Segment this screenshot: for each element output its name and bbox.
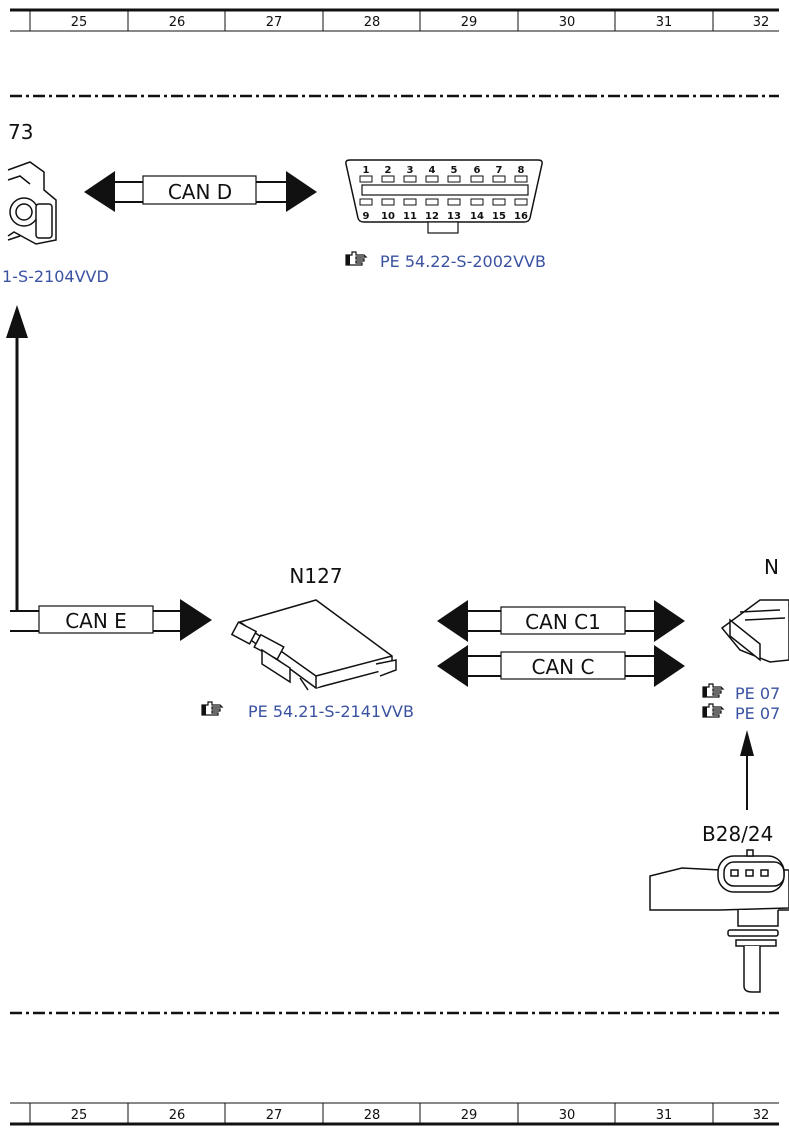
control-unit-drawing [230,599,397,691]
pressure-sensor-drawing [649,849,789,993]
bottom-ruler: 25 26 27 28 29 30 31 32 [10,1102,779,1126]
pin-number: 3 [407,165,414,176]
pointing-hand-icon [702,703,724,718]
pin-number: 11 [403,211,417,222]
can-c1-label: CAN C1 [525,610,601,634]
component-label-n127: N127 [289,564,342,588]
component-label-partial: 73 [8,120,33,144]
pin-number: 15 [492,211,506,222]
ruler-number: 30 [559,15,576,30]
ruler-number: 30 [559,1108,576,1123]
reference-diag-connector[interactable]: PE 54.22-S-2002VVB [380,252,546,271]
ruler-number: 26 [169,15,186,30]
pin-number: 9 [363,211,370,222]
sensor-signal-arrow [740,730,754,810]
can-d-label: CAN D [168,180,232,204]
pin-number: 10 [381,211,395,222]
ruler-number: 27 [266,15,283,30]
diagnostic-connector: 1 2 3 4 5 6 7 8 9 10 11 12 13 14 15 16 [345,159,543,234]
can-c-bus: CAN C [437,645,685,687]
pin-number: 16 [514,211,528,222]
can-d-bus: CAN D [84,171,317,212]
can-c-label: CAN C [532,655,595,679]
pointing-hand-icon [702,683,724,698]
ruler-number: 28 [364,1108,381,1123]
pin-number: 7 [496,165,503,176]
pin-number: 13 [447,211,461,222]
ruler-number: 29 [461,15,478,30]
pin-number: 1 [363,165,370,176]
right-module-drawing [720,599,789,663]
reference-left: 1-S-2104VVD [2,267,109,286]
reference-right-1[interactable]: PE 07 [735,684,780,703]
pin-number: 6 [474,165,481,176]
ruler-number: 27 [266,1108,283,1123]
reference-right-2[interactable]: PE 07 [735,704,780,723]
ruler-number: 32 [753,15,770,30]
pointing-hand-icon [201,701,223,716]
ignition-switch-drawing [7,161,57,245]
can-e-bus: CAN E [6,305,212,641]
pin-number: 5 [451,165,458,176]
reference-control-unit[interactable]: PE 54.21-S-2141VVB [248,702,414,721]
ruler-number: 25 [71,1108,88,1123]
pin-number: 12 [425,211,439,222]
can-c1-bus: CAN C1 [437,600,685,642]
pin-number: 14 [470,211,484,222]
ruler-number: 32 [753,1108,770,1123]
pointing-hand-icon [345,251,367,266]
can-e-label: CAN E [65,609,127,633]
ruler-number: 31 [656,15,673,30]
pin-number: 4 [429,165,436,176]
ruler-number: 26 [169,1108,186,1123]
pin-number: 8 [518,165,525,176]
component-label-right-partial: N [764,555,779,579]
ruler-number: 28 [364,15,381,30]
component-label-sensor: B28/24 [702,822,773,846]
pin-number: 2 [385,165,392,176]
ruler-number: 29 [461,1108,478,1123]
ruler-number: 31 [656,1108,673,1123]
top-ruler: 25 26 27 28 29 30 31 32 [10,8,779,32]
ruler-number: 25 [71,15,88,30]
